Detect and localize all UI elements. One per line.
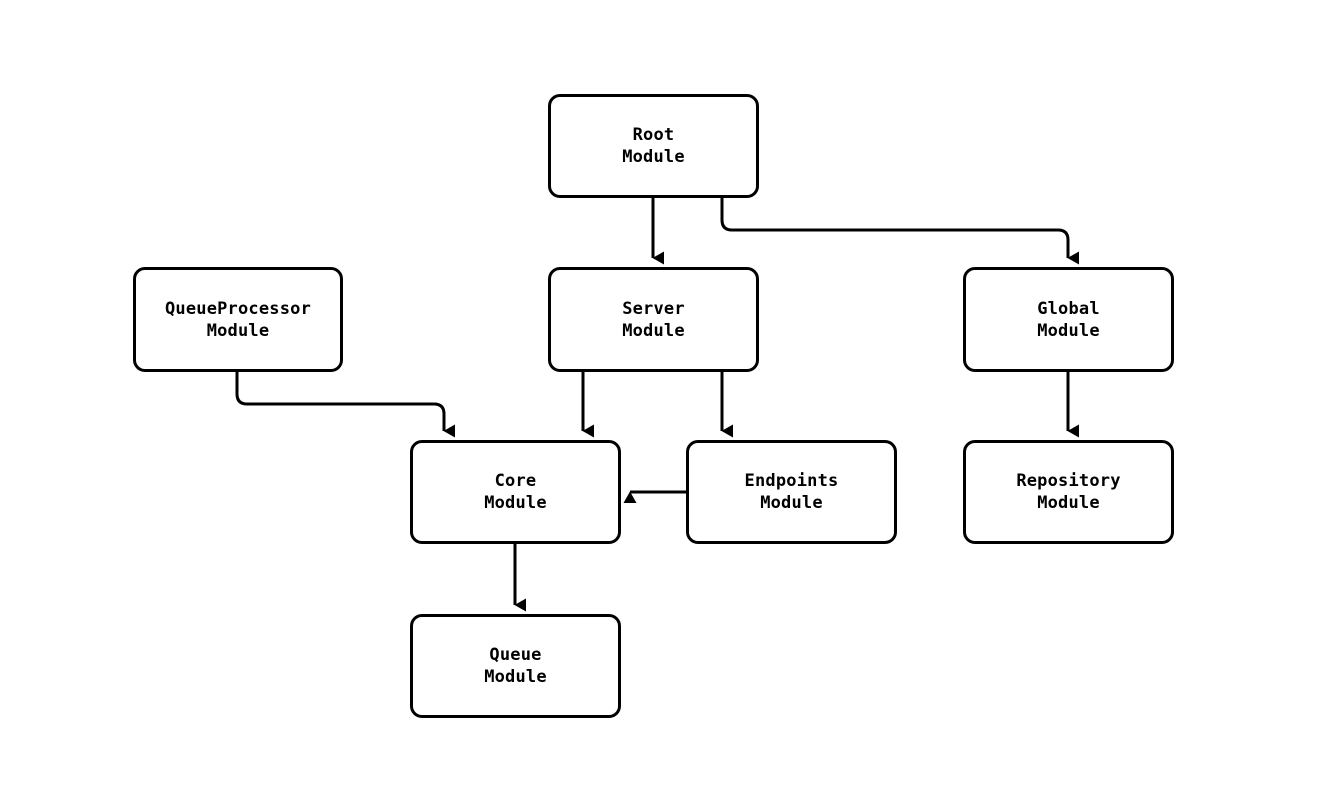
node-repository-module-label: Repository Module	[1016, 471, 1121, 513]
node-queue-module-label: Queue Module	[484, 645, 547, 687]
node-queueprocessor-module[interactable]: QueueProcessor Module	[133, 267, 343, 372]
node-server-module[interactable]: Server Module	[548, 267, 759, 372]
node-queueprocessor-module-label: QueueProcessor Module	[164, 298, 312, 341]
node-queue-module[interactable]: Queue Module	[410, 614, 621, 718]
node-repository-module[interactable]: Repository Module	[963, 440, 1174, 544]
node-global-module[interactable]: Global Module	[963, 267, 1174, 372]
edge-root-to-global	[720, 198, 1079, 265]
node-root-module[interactable]: Root Module	[548, 94, 759, 198]
node-endpoints-module[interactable]: Endpoints Module	[686, 440, 897, 544]
node-endpoints-module-label: Endpoints Module	[744, 471, 839, 513]
node-server-module-label: Server Module	[622, 298, 685, 341]
node-global-module-label: Global Module	[1037, 298, 1100, 341]
node-root-module-label: Root Module	[622, 125, 685, 167]
node-core-module[interactable]: Core Module	[410, 440, 621, 544]
edge-queueprocessor-to-core	[235, 372, 455, 438]
node-core-module-label: Core Module	[484, 471, 547, 513]
